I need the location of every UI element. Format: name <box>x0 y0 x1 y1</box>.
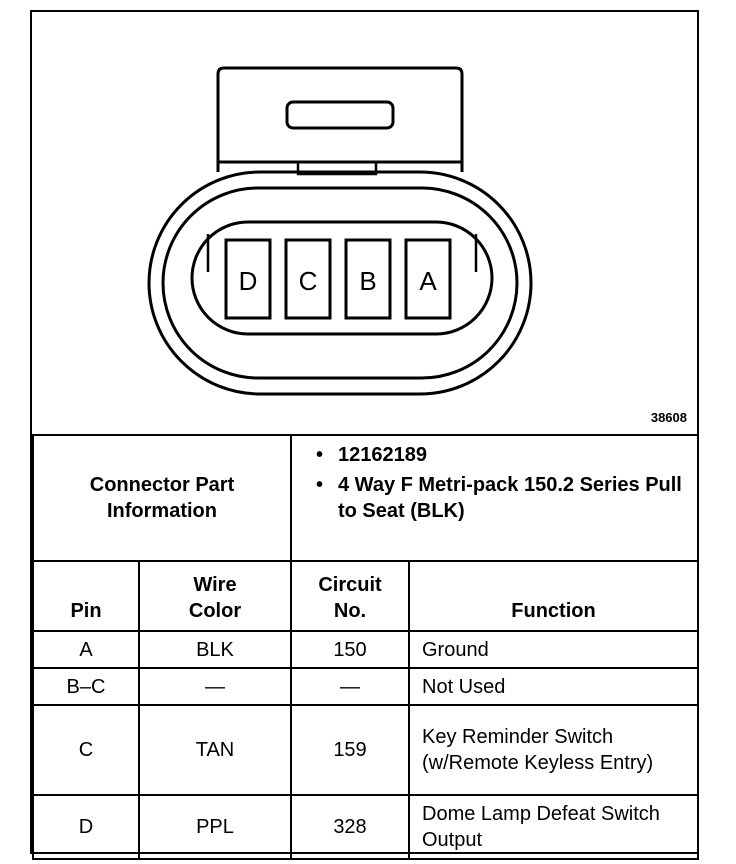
cell-pin: B–C <box>32 667 140 706</box>
cell-wire-color: — <box>138 667 292 706</box>
pin-c-box: C <box>284 238 332 320</box>
pin-b-label: B <box>359 266 376 296</box>
connector-inner-shell <box>161 186 519 380</box>
table-row: A BLK 150 Ground <box>32 630 700 669</box>
pin-d-box: D <box>224 238 272 320</box>
cell-pin: A <box>32 630 140 669</box>
table-row: D PPL 328 Dome Lamp Defeat Switch Output <box>32 794 700 860</box>
pin-cavity <box>190 220 494 336</box>
cell-circuit: 159 <box>290 704 410 796</box>
header-function: Function <box>407 560 700 632</box>
connector-info-table: Connector Part Information 12162189 4 Wa… <box>32 434 700 860</box>
cell-function: Key Reminder Switch (w/Remote Keyless En… <box>407 704 700 796</box>
cell-wire-color: TAN <box>138 704 292 796</box>
pin-a-label: A <box>419 266 437 296</box>
header-circuit-no: Circuit No. <box>290 560 410 632</box>
pin-b-box: B <box>344 238 392 320</box>
cell-pin: D <box>32 794 140 860</box>
cell-function: Dome Lamp Defeat Switch Output <box>407 794 700 860</box>
table-header-row: Pin Wire Color Circuit No. Function <box>32 560 700 632</box>
cell-function: Not Used <box>407 667 700 706</box>
connector-latch-housing <box>216 66 464 172</box>
header-wire-color: Wire Color <box>138 560 292 632</box>
connector-outer-shell <box>147 170 533 396</box>
cell-pin: C <box>32 704 140 796</box>
part-info-label: Connector Part Information <box>32 434 292 562</box>
cell-circuit: — <box>290 667 410 706</box>
pin-a-box: A <box>404 238 452 320</box>
connector-face-diagram: D C B A <box>147 66 533 396</box>
part-number: 12162189 <box>316 442 697 468</box>
connector-drawing: D C B A 38608 <box>32 12 697 434</box>
table-row: C TAN 159 Key Reminder Switch (w/Remote … <box>32 704 700 796</box>
header-pin: Pin <box>32 560 140 632</box>
part-info-values: 12162189 4 Way F Metri-pack 150.2 Series… <box>289 434 700 562</box>
part-description: 4 Way F Metri-pack 150.2 Series Pull to … <box>316 472 697 524</box>
latch-slot <box>285 100 395 130</box>
figure-number: 38608 <box>650 410 687 425</box>
pin-c-label: C <box>299 266 318 296</box>
table-row: B–C — — Not Used <box>32 667 700 706</box>
cell-circuit: 150 <box>290 630 410 669</box>
cell-wire-color: PPL <box>138 794 292 860</box>
cell-wire-color: BLK <box>138 630 292 669</box>
cell-function: Ground <box>407 630 700 669</box>
pin-d-label: D <box>239 266 258 296</box>
latch-tab <box>296 160 378 176</box>
part-info-row: Connector Part Information 12162189 4 Wa… <box>32 434 700 562</box>
cell-circuit: 328 <box>290 794 410 860</box>
connector-sheet: D C B A 38608 Connector Pa <box>30 10 700 860</box>
